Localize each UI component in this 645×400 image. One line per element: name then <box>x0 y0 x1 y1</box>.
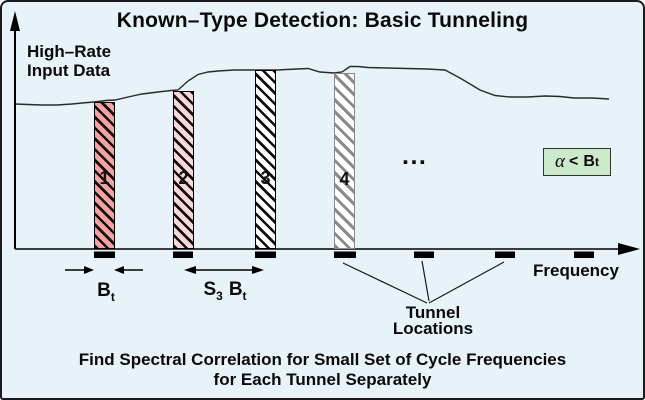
tunnel-number: 4 <box>339 169 350 189</box>
tunnel-marker <box>173 251 193 258</box>
tunnel-number: 2 <box>178 168 189 188</box>
tunnel-locations-line1: Tunnel <box>405 303 461 322</box>
bt-subscript: t <box>242 288 247 303</box>
tunnel-bar-3: 3 <box>255 70 276 249</box>
tunnel-marker <box>94 251 115 258</box>
y-axis-label-line2: Input Data <box>27 61 111 80</box>
tunnel-bar-4: 4 <box>334 73 355 249</box>
tunnel-number: 1 <box>99 168 110 188</box>
y-axis-arrowhead-icon <box>10 11 20 31</box>
tunnel-bar-1: 1 <box>94 102 115 249</box>
bt-width-arrows <box>65 266 143 274</box>
bt-subscript: t <box>110 289 115 304</box>
bt-width-label: Bt <box>78 280 134 304</box>
tunnel-marker <box>495 251 515 258</box>
spectrum-curve <box>14 65 610 106</box>
bt-base: B <box>97 280 111 301</box>
caption-line2: for Each Tunnel Separately <box>213 370 432 389</box>
s3-base: S <box>203 279 217 300</box>
alpha-symbol: α <box>555 151 566 172</box>
tunnel-bar-2: 2 <box>173 91 194 249</box>
bt-base: B <box>228 279 243 300</box>
tunnel-markers <box>94 251 594 258</box>
less-than-operator: < <box>569 153 579 170</box>
tunnel-locations-line2: Locations <box>392 319 474 338</box>
x-axis-arrowhead-icon <box>618 243 640 255</box>
tunnel-marker <box>255 251 276 258</box>
bt-term-subscript: t <box>594 155 599 169</box>
tunnel-marker <box>334 251 356 258</box>
caption-line1: Find Spectral Correlation for Small Set … <box>78 350 567 369</box>
diagram-title: Known–Type Detection: Basic Tunneling <box>116 9 529 32</box>
caption: Find Spectral Correlation for Small Set … <box>2 350 643 390</box>
x-axis-label: Frequency <box>533 261 619 280</box>
s3-subscript: 3 <box>216 288 223 303</box>
tunnel-marker <box>574 251 594 258</box>
tunnel-marker <box>414 251 434 258</box>
bt-term: B <box>583 153 595 170</box>
y-axis-label-line1: High–Rate <box>27 42 112 61</box>
tunnel-location-pointer-lines <box>342 260 505 304</box>
s3bt-spacing-arrow <box>184 266 264 274</box>
y-axis-label: High–Rate Input Data <box>27 42 111 80</box>
tunnel-number: 3 <box>260 168 271 188</box>
tunnel-locations-label: Tunnel Locations <box>343 303 523 338</box>
more-tunnels-ellipsis: ... <box>402 142 428 170</box>
